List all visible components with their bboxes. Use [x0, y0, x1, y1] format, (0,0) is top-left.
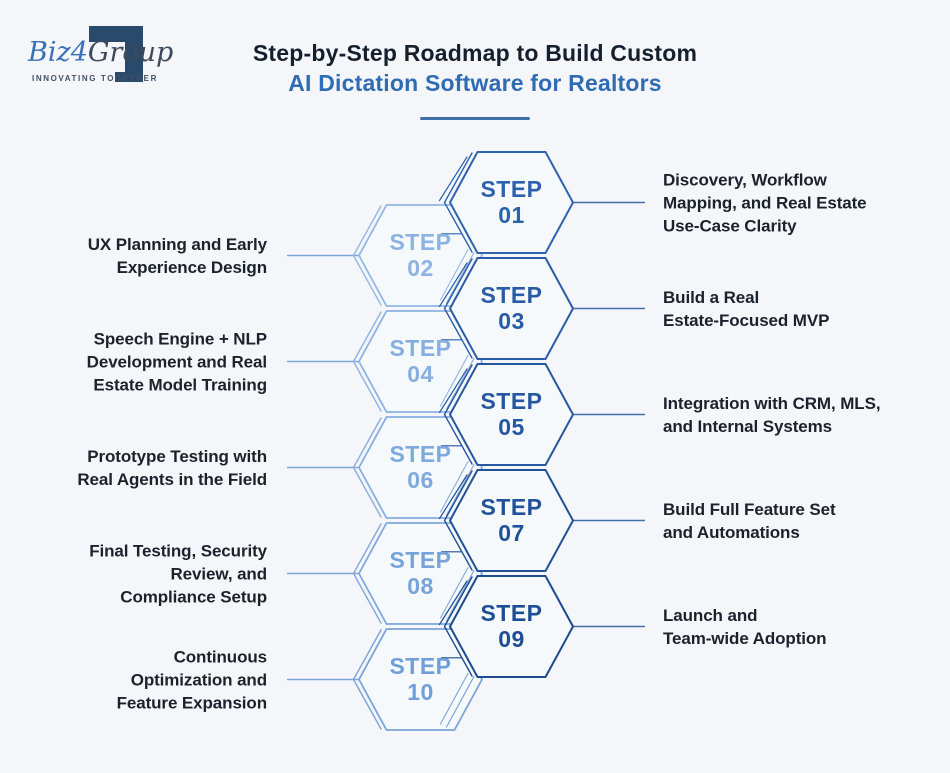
- description-step-03: Build a Real Estate-Focused MVP: [663, 287, 830, 330]
- logo-bracket-icon: [89, 26, 143, 82]
- step-word: STEP: [480, 281, 543, 308]
- hexagon-step-07: [449, 469, 574, 572]
- description-step-08: Final Testing, Security Review, and Comp…: [89, 541, 267, 606]
- logo-tagline: INNOVATING TOGETHER: [32, 74, 158, 83]
- description-step-06: Prototype Testing with Real Agents in th…: [77, 446, 267, 489]
- hexagon-step-09: [449, 575, 574, 678]
- echo-line-step-08: [352, 523, 382, 624]
- description-step-02: UX Planning and Early Experience Design: [87, 234, 267, 277]
- echo-line-step-10: [352, 629, 382, 730]
- step-word: STEP: [480, 493, 543, 520]
- description-step-01: Discovery, Workflow Mapping, and Real Es…: [663, 170, 867, 235]
- echo-line-step-08: [445, 569, 475, 622]
- step-number: 08: [407, 572, 434, 599]
- page-title: Step-by-Step Roadmap to Build Custom AI …: [0, 38, 950, 120]
- hexagon-step-05: [449, 363, 574, 466]
- logo: Biz4Group INNOVATING TOGETHER: [18, 12, 188, 104]
- echo-line-step-01: [438, 156, 468, 202]
- echo-line-step-02: [352, 205, 382, 306]
- echo-line-step-06: [352, 417, 382, 518]
- echo-line-step-04: [352, 311, 382, 412]
- step-word: STEP: [480, 387, 543, 414]
- step-number: 01: [498, 201, 525, 228]
- echo-line-step-06: [439, 460, 469, 513]
- echo-line-step-08: [439, 566, 469, 619]
- echo-line-step-10: [439, 672, 469, 725]
- hexagon-step-03: [449, 257, 574, 360]
- step-word: STEP: [389, 228, 452, 255]
- description-step-09: Launch and Team-wide Adoption: [663, 605, 827, 648]
- logo-text-biz: Biz: [28, 37, 71, 68]
- step-number: 10: [407, 678, 434, 705]
- description-step-04: Speech Engine + NLP Development and Real…: [86, 329, 267, 394]
- step-word: STEP: [389, 334, 452, 361]
- echo-line-step-01: [443, 152, 473, 253]
- logo-text-group: Group: [87, 37, 174, 68]
- logo-mark: [89, 26, 143, 82]
- step-number: 02: [407, 254, 434, 281]
- step-word: STEP: [389, 652, 452, 679]
- step-word: STEP: [480, 175, 543, 202]
- echo-line-step-07: [443, 470, 473, 571]
- echo-line-step-04: [445, 357, 475, 410]
- logo-text-digit: 4: [70, 37, 88, 68]
- step-word: STEP: [480, 599, 543, 626]
- echo-line-step-05: [438, 368, 468, 414]
- echo-line-step-05: [443, 364, 473, 465]
- echo-line-step-09: [443, 576, 473, 677]
- echo-line-step-04: [439, 354, 469, 407]
- echo-line-step-10: [445, 675, 475, 728]
- echo-line-step-07: [438, 474, 468, 520]
- echo-line-step-02: [439, 248, 469, 301]
- echo-line-step-06: [445, 463, 475, 516]
- echo-line-step-02: [445, 251, 475, 304]
- step-word: STEP: [389, 440, 452, 467]
- title-line-1: Step-by-Step Roadmap to Build Custom: [252, 40, 698, 66]
- hexagon-step-01: [449, 151, 574, 254]
- description-step-07: Build Full Feature Set and Automations: [663, 499, 836, 542]
- step-number: 06: [407, 466, 434, 493]
- echo-line-step-03: [438, 262, 468, 308]
- step-number: 04: [407, 360, 434, 387]
- step-number: 03: [498, 307, 525, 334]
- step-word: STEP: [389, 546, 452, 573]
- echo-line-step-09: [438, 580, 468, 626]
- step-number: 09: [498, 625, 525, 652]
- description-step-05: Integration with CRM, MLS, and Internal …: [663, 393, 881, 436]
- logo-wordmark: Biz4Group: [28, 38, 173, 68]
- echo-line-step-03: [443, 258, 473, 359]
- step-number: 05: [498, 413, 525, 440]
- description-step-10: Continuous Optimization and Feature Expa…: [116, 647, 268, 712]
- title-underline: [420, 117, 530, 120]
- step-number: 07: [498, 519, 525, 546]
- title-line-2: AI Dictation Software for Realtors: [288, 70, 662, 96]
